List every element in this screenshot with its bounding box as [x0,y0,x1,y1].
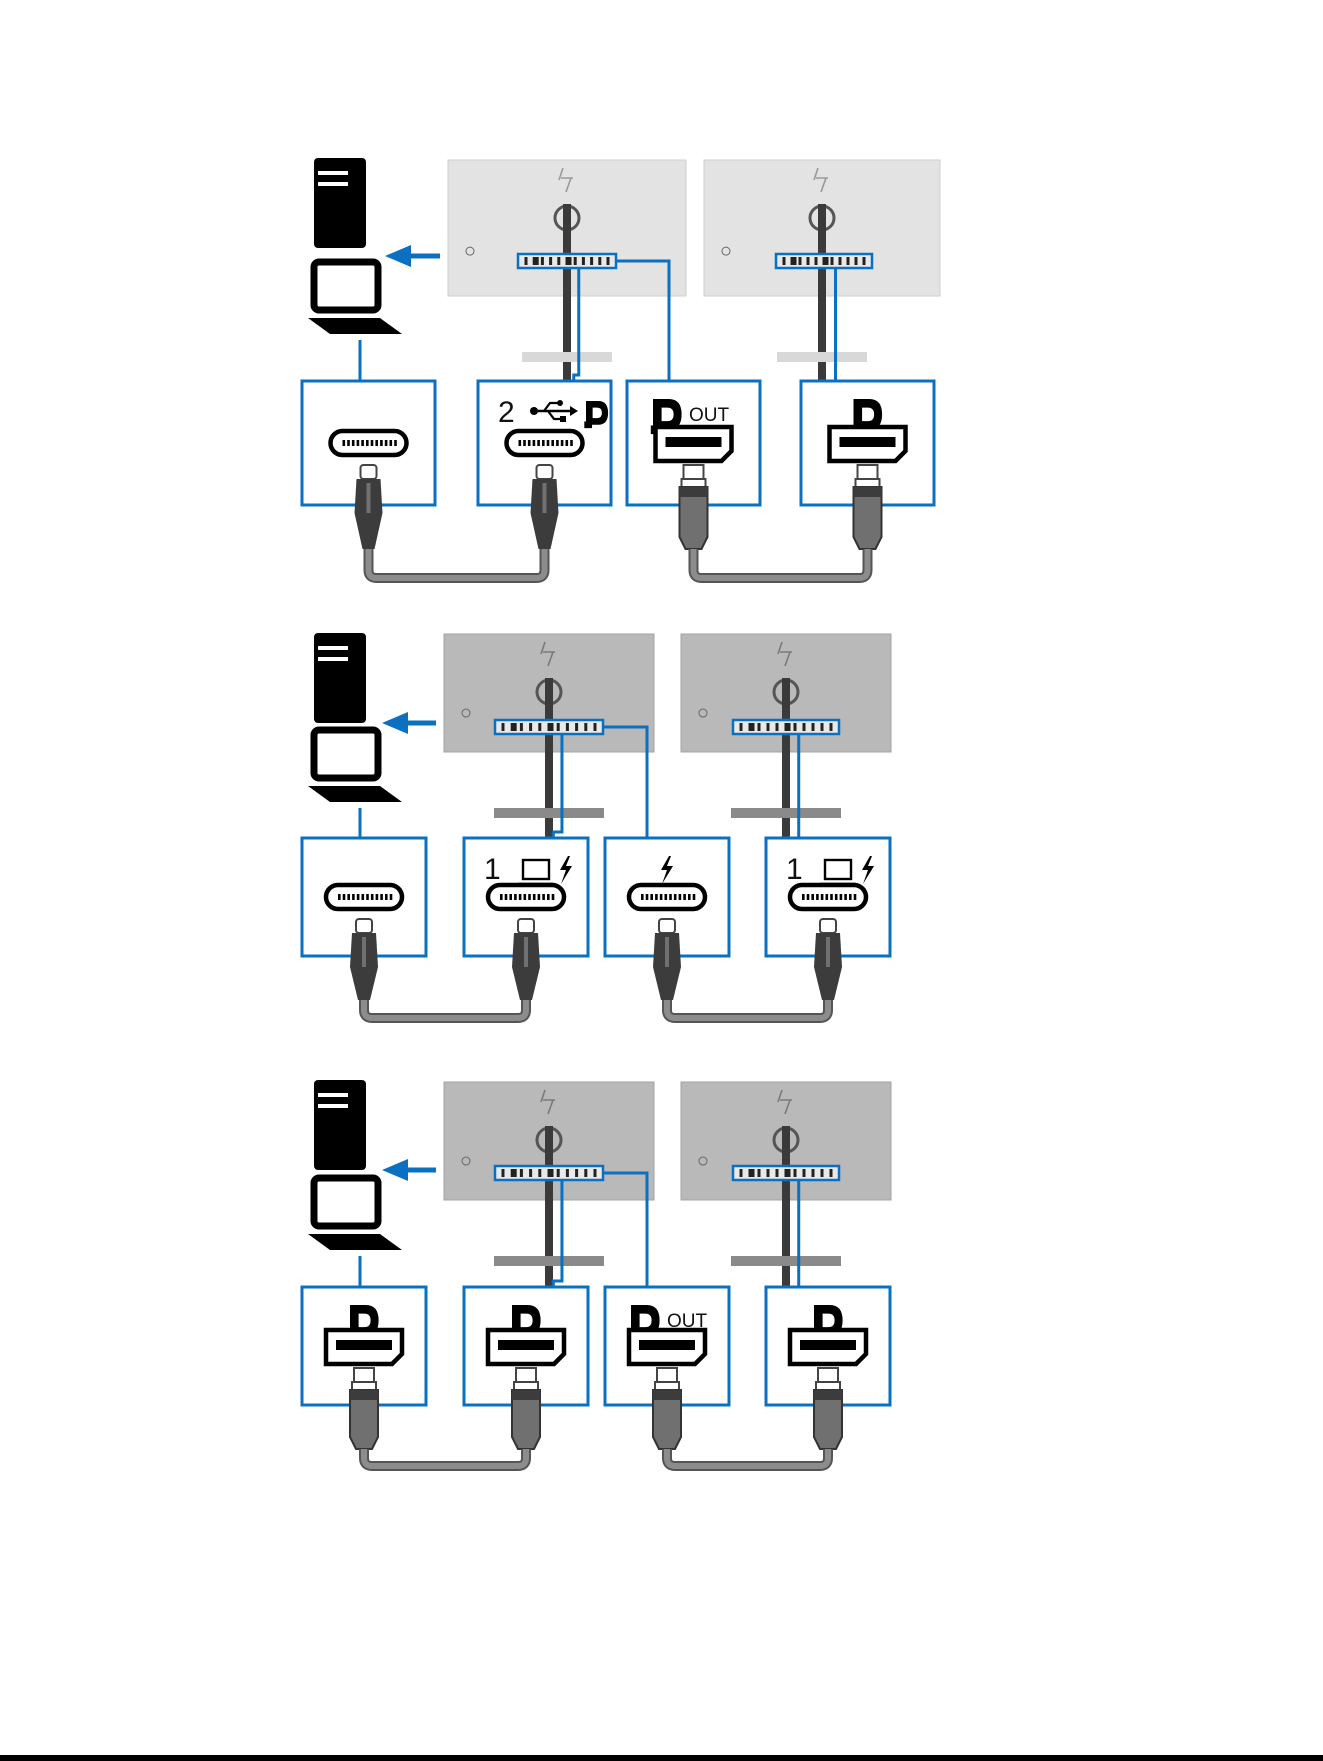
port-callout-1 [302,838,426,1000]
laptop-icon [308,730,402,802]
port-number-label: 2 [498,396,515,429]
pc-tower-icon [314,633,366,723]
usb-c-port-icon [507,431,583,455]
displayport-port-icon [629,1330,705,1364]
cable-core [667,1000,828,1018]
direction-arrow [382,1159,436,1181]
cable [369,549,545,578]
rear-port-panel-1 [518,254,616,268]
pc-tower-icon [314,158,366,248]
rear-port-panel-1 [495,1166,603,1180]
usb-c-port-icon [488,885,564,909]
port-callout-4: 1 [766,838,890,1000]
rear-port-panel-2 [733,720,839,734]
displayport-plug [680,465,708,549]
cable-core [364,1449,526,1466]
displayport-plug [512,1368,540,1449]
direction-arrow [382,712,436,734]
cable [694,549,868,578]
monitor-rear-view-2 [704,160,940,382]
port-callout-3: OUT [627,381,760,549]
cable-links [364,1449,828,1466]
port-direction-label: OUT [689,405,730,426]
rear-port-panel-2 [733,1166,839,1180]
monitor-rear-view-1 [448,160,686,382]
monitor-rear-view-2 [681,634,891,846]
displayport-port-icon [830,427,906,461]
displayport-port-icon [790,1330,866,1364]
port-callout-4 [766,1287,890,1449]
monitor-rear-view-2 [681,1082,891,1294]
displayport-port-icon [656,427,732,461]
port-number-label: 1 [484,853,501,886]
monitor-rear-view-1 [444,1082,654,1294]
displayport-port-icon [326,1330,402,1364]
port-callout-1 [302,381,435,549]
port-callout-3: OUT [605,1287,729,1449]
displayport-plug [350,1368,378,1449]
monitor-rear-view-1 [444,634,654,846]
port-callout-3 [605,838,729,1000]
displayport-port-icon [488,1330,564,1364]
port-callout-2 [464,1287,588,1449]
connection-diagram-3: OUT [302,1080,891,1466]
direction-arrow [385,245,440,267]
port-callout-2: 1 [464,838,588,1000]
rear-port-panel-2 [776,254,872,268]
displayport-plug [653,1368,681,1449]
usb-c-port-icon [331,431,407,455]
page-footer-rule [0,1755,1323,1761]
displayport-plug [854,465,882,549]
port-callout-1 [302,1287,426,1449]
usb-c-port-icon [790,885,866,909]
cable-links [369,549,868,578]
connection-diagram-1: 2 OUT [302,158,940,578]
rear-port-panel-1 [495,720,603,734]
laptop-icon [308,1178,402,1250]
cable-core [364,1000,526,1018]
port-callout-4 [801,381,934,549]
displayport-plug [814,1368,842,1449]
usb-c-port-icon [629,885,705,909]
cable-links [364,1000,828,1018]
laptop-icon [308,262,402,334]
pc-tower-icon [314,1080,366,1170]
usb-c-port-icon [326,885,402,909]
port-callout-2: 2 [478,381,611,549]
port-number-label: 1 [786,853,803,886]
cable-core [667,1449,828,1466]
